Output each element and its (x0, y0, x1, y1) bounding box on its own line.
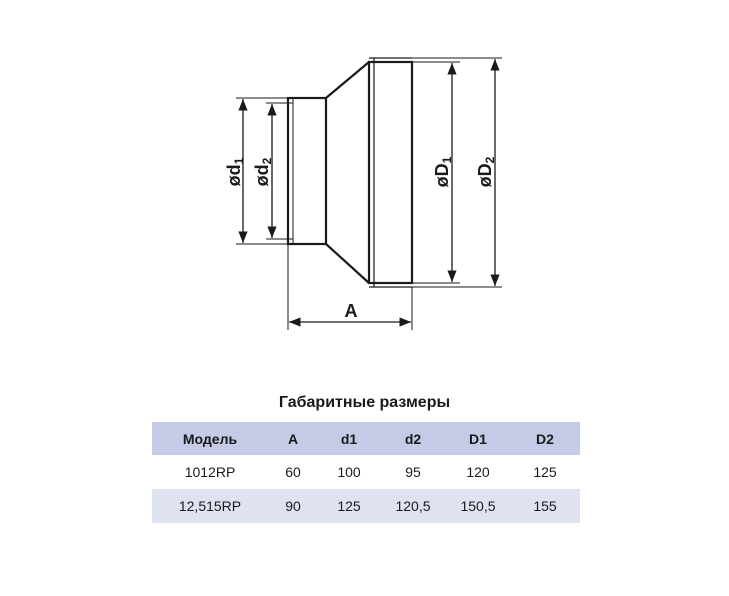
label-d2: ød2 (252, 157, 274, 186)
large-pipe-outline (367, 60, 414, 285)
header-model: Модель (152, 422, 268, 455)
cone-top-edge (325, 61, 370, 99)
cell-D1: 120 (466, 464, 490, 480)
cell-d1: 100 (337, 464, 361, 480)
label-D1: øD1 (432, 156, 454, 187)
cell-A: 90 (268, 489, 318, 523)
cone-bottom-edge (325, 243, 370, 284)
cell-d2: 95 (405, 464, 421, 480)
cell-model: 1012RP (184, 464, 236, 480)
cell-D1: 150,5 (446, 489, 510, 523)
dimensions-table: Модель A d1 d2 D1 D2 1012RP 60 100 95 12… (152, 422, 580, 523)
cell-A: 60 (285, 464, 301, 480)
table-title: Габаритные размеры (278, 394, 451, 411)
header-d2: d2 (380, 422, 446, 455)
cell-D2: 125 (533, 464, 557, 480)
reducer-drawing: ød1 ød2 øD1 øD2 A (224, 57, 502, 330)
label-D2: øD2 (475, 156, 497, 187)
cell-model: 12,515RP (152, 489, 268, 523)
cell-d2: 120,5 (380, 489, 446, 523)
small-pipe-outline (286, 96, 328, 246)
table-header-row: Модель A d1 d2 D1 D2 (152, 422, 580, 455)
label-A: A (345, 301, 358, 321)
label-d1: ød1 (224, 157, 246, 186)
header-D2: D2 (510, 422, 580, 455)
header-D1: D1 (446, 422, 510, 455)
cell-D2: 155 (510, 489, 580, 523)
cell-d1: 125 (318, 489, 380, 523)
table-row: 12,515RP 90 125 120,5 150,5 155 (152, 489, 580, 523)
table-row: 1012RP 60 100 95 120 125 (152, 455, 580, 489)
header-d1: d1 (318, 422, 380, 455)
header-A: A (268, 422, 318, 455)
